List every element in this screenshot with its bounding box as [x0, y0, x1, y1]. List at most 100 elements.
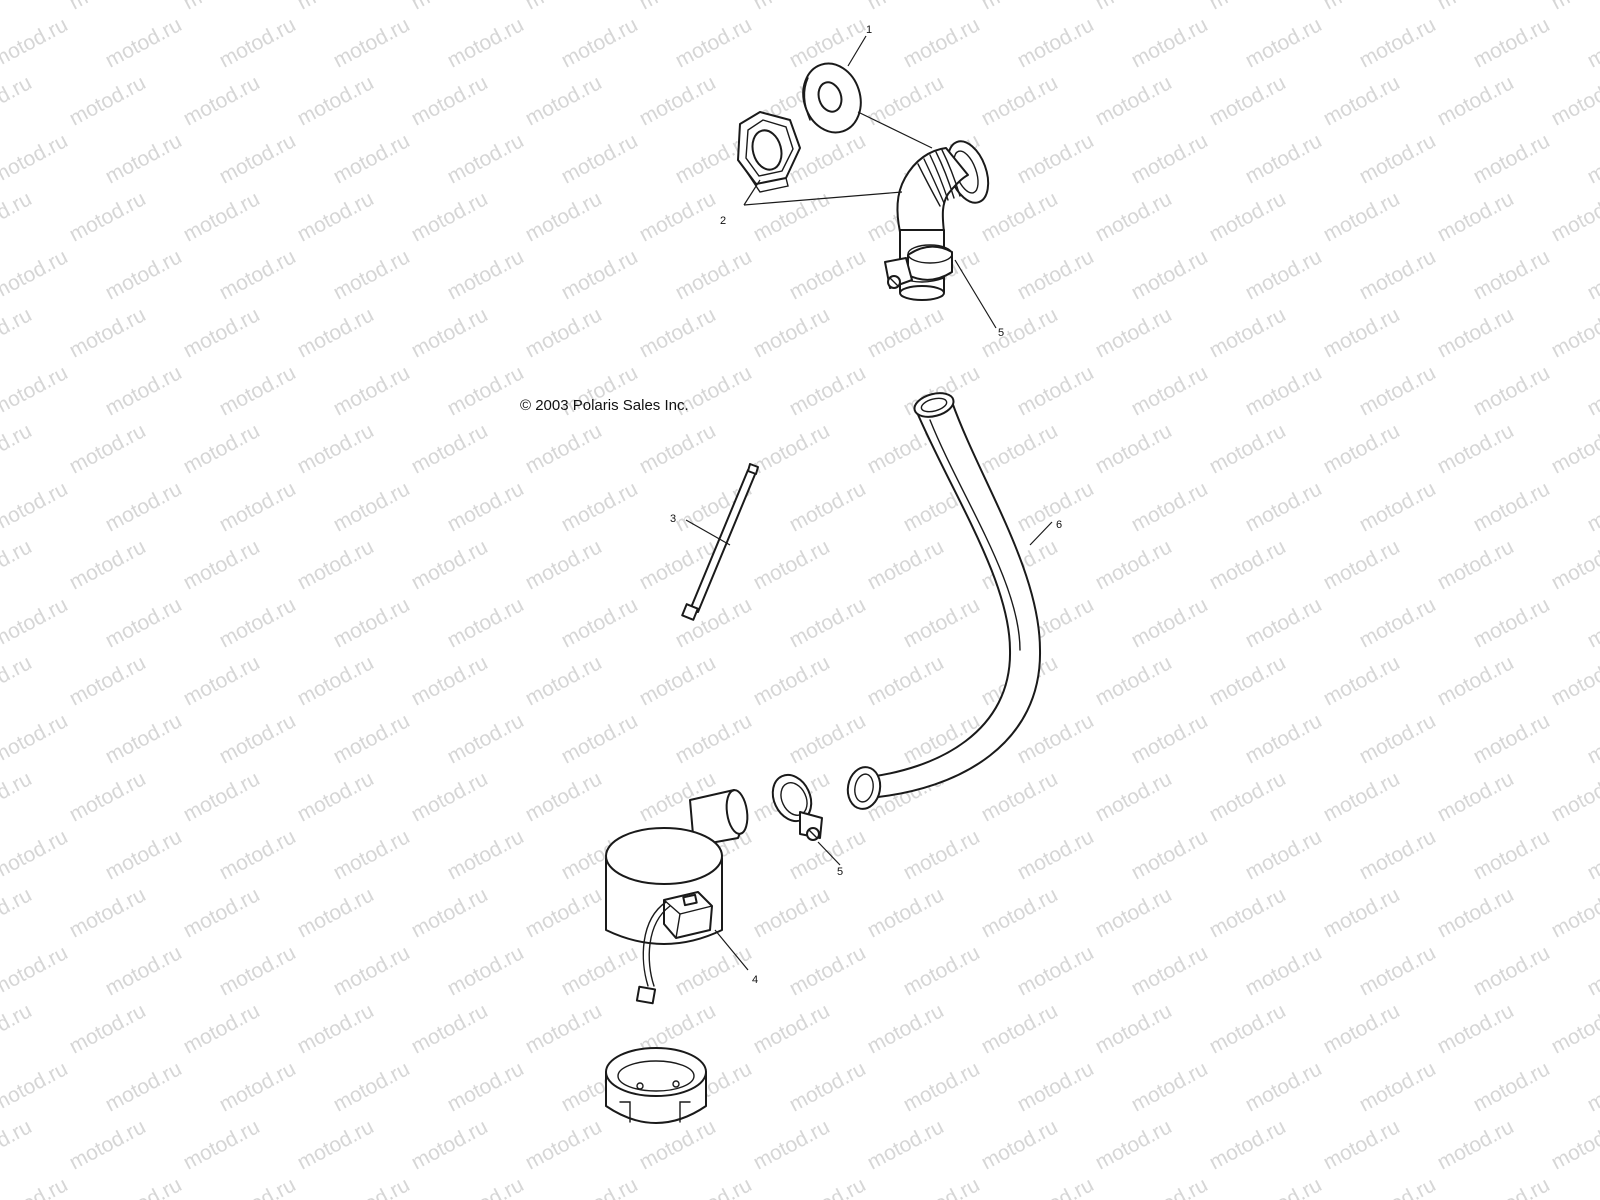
watermark-text: motod.ru: [1014, 825, 1098, 884]
watermark-text: motod.ru: [1434, 651, 1518, 710]
watermark-text: motod.ru: [1014, 129, 1098, 188]
watermark-text: motod.ru: [1356, 941, 1440, 1000]
watermark-text: motod.ru: [1356, 245, 1440, 304]
watermark-text: motod.ru: [522, 1115, 606, 1174]
watermark-text: motod.ru: [1320, 883, 1404, 942]
watermark-text: motod.ru: [1434, 883, 1518, 942]
watermark-text: motod.ru: [1206, 1115, 1290, 1174]
watermark-text: motod.ru: [750, 187, 834, 246]
copyright-notice: © 2003 Polaris Sales Inc.: [520, 397, 689, 414]
watermark-text: motod.ru: [1206, 303, 1290, 362]
watermark-text: motod.ru: [1206, 651, 1290, 710]
watermark-text: motod.ru: [1548, 1115, 1600, 1174]
watermark-text: motod.ru: [786, 361, 870, 420]
watermark-text: motod.ru: [978, 303, 1062, 362]
watermark-text: motod.ru: [636, 187, 720, 246]
watermark-text: motod.ru: [330, 477, 414, 536]
watermark-text: motod.ru: [864, 651, 948, 710]
watermark-text: motod.ru: [636, 651, 720, 710]
watermark-text: motod.ru: [294, 651, 378, 710]
watermark-text: motod.ru: [1470, 129, 1554, 188]
watermark-text: motod.ru: [444, 593, 528, 652]
watermark-text: motod.ru: [1320, 303, 1404, 362]
watermark-text: motod.ru: [1092, 651, 1176, 710]
watermark-text: motod.ru: [1434, 0, 1518, 14]
watermark-text: motod.ru: [0, 999, 36, 1058]
watermark-text: motod.ru: [0, 883, 36, 942]
watermark-text: motod.ru: [978, 419, 1062, 478]
watermark-text: motod.ru: [786, 709, 870, 768]
watermark-text: motod.ru: [1356, 477, 1440, 536]
watermark-text: motod.ru: [1584, 13, 1600, 72]
watermark-text: motod.ru: [1470, 1057, 1554, 1116]
watermark-text: motod.ru: [900, 13, 984, 72]
callout-labels: 1 2 3 4 5 5 6: [670, 24, 1062, 986]
watermark-text: motod.ru: [216, 1173, 300, 1200]
watermark-text: motod.ru: [1320, 0, 1404, 14]
watermark-text: motod.ru: [900, 1173, 984, 1200]
watermark-text: motod.ru: [558, 593, 642, 652]
watermark-text: motod.ru: [1206, 71, 1290, 130]
watermark-text: motod.ru: [0, 1057, 72, 1116]
watermark-text: motod.ru: [216, 13, 300, 72]
watermark-text: motod.ru: [0, 0, 36, 14]
watermark-text: motod.ru: [180, 535, 264, 594]
callout-5-lower: 5: [837, 866, 843, 878]
watermark-text: motod.ru: [66, 1115, 150, 1174]
watermark-text: motod.ru: [1470, 825, 1554, 884]
watermark-text: motod.ru: [1548, 883, 1600, 942]
watermark-text: motod.ru: [408, 187, 492, 246]
watermark-text: motod.ru: [66, 535, 150, 594]
watermark-text: motod.ru: [330, 709, 414, 768]
watermark-text: motod.ru: [1092, 187, 1176, 246]
watermark-text: motod.ru: [0, 941, 72, 1000]
watermark-text: motod.ru: [864, 71, 948, 130]
watermark-text: motod.ru: [66, 303, 150, 362]
watermark-text: motod.ru: [1356, 1057, 1440, 1116]
part-1-washer: [802, 62, 862, 134]
watermark-text: motod.ru: [750, 419, 834, 478]
part-5-hose-clamp-lower: [771, 773, 823, 841]
watermark-text: motod.ru: [1584, 129, 1600, 188]
watermark-text: motod.ru: [294, 419, 378, 478]
watermark-text: motod.ru: [750, 0, 834, 14]
watermark-text: motod.ru: [1584, 245, 1600, 304]
watermark-text: motod.ru: [750, 651, 834, 710]
watermark-text: motod.ru: [0, 419, 36, 478]
watermark-text: motod.ru: [1434, 1115, 1518, 1174]
watermark-text: motod.ru: [1434, 303, 1518, 362]
watermark-text: motod.ru: [1584, 709, 1600, 768]
watermark-text: motod.ru: [216, 129, 300, 188]
watermark-text: motod.ru: [0, 767, 36, 826]
watermark-text: motod.ru: [330, 361, 414, 420]
watermark-text: motod.ru: [102, 593, 186, 652]
watermark-text: motod.ru: [0, 709, 72, 768]
watermark-text: motod.ru: [522, 535, 606, 594]
watermark-text: motod.ru: [1356, 825, 1440, 884]
watermark-text: motod.ru: [1548, 71, 1600, 130]
watermark-text: motod.ru: [0, 303, 36, 362]
watermark-text: motod.ru: [102, 1173, 186, 1200]
watermark-text: motod.ru: [636, 419, 720, 478]
watermark-text: motod.ru: [180, 419, 264, 478]
watermark-text: motod.ru: [408, 883, 492, 942]
watermark-text: motod.ru: [1242, 361, 1326, 420]
watermark-text: motod.ru: [0, 187, 36, 246]
watermark-text: motod.ru: [444, 13, 528, 72]
watermark-text: motod.ru: [102, 709, 186, 768]
watermark-text: motod.ru: [1584, 825, 1600, 884]
watermark-text: motod.ru: [0, 361, 72, 420]
watermark-text: motod.ru: [1548, 767, 1600, 826]
watermark-text: motod.ru: [102, 825, 186, 884]
watermark-text: motod.ru: [66, 187, 150, 246]
watermark-text: motod.ru: [522, 767, 606, 826]
watermark-text: motod.ru: [1584, 941, 1600, 1000]
watermark-text: motod.ru: [1548, 0, 1600, 14]
watermark-text: motod.ru: [636, 0, 720, 14]
watermark-text: motod.ru: [444, 477, 528, 536]
watermark-text: motod.ru: [102, 13, 186, 72]
watermark-text: motod.ru: [180, 767, 264, 826]
watermark-text: motod.ru: [1128, 825, 1212, 884]
watermark-text: motod.ru: [66, 419, 150, 478]
watermark-text: motod.ru: [978, 999, 1062, 1058]
